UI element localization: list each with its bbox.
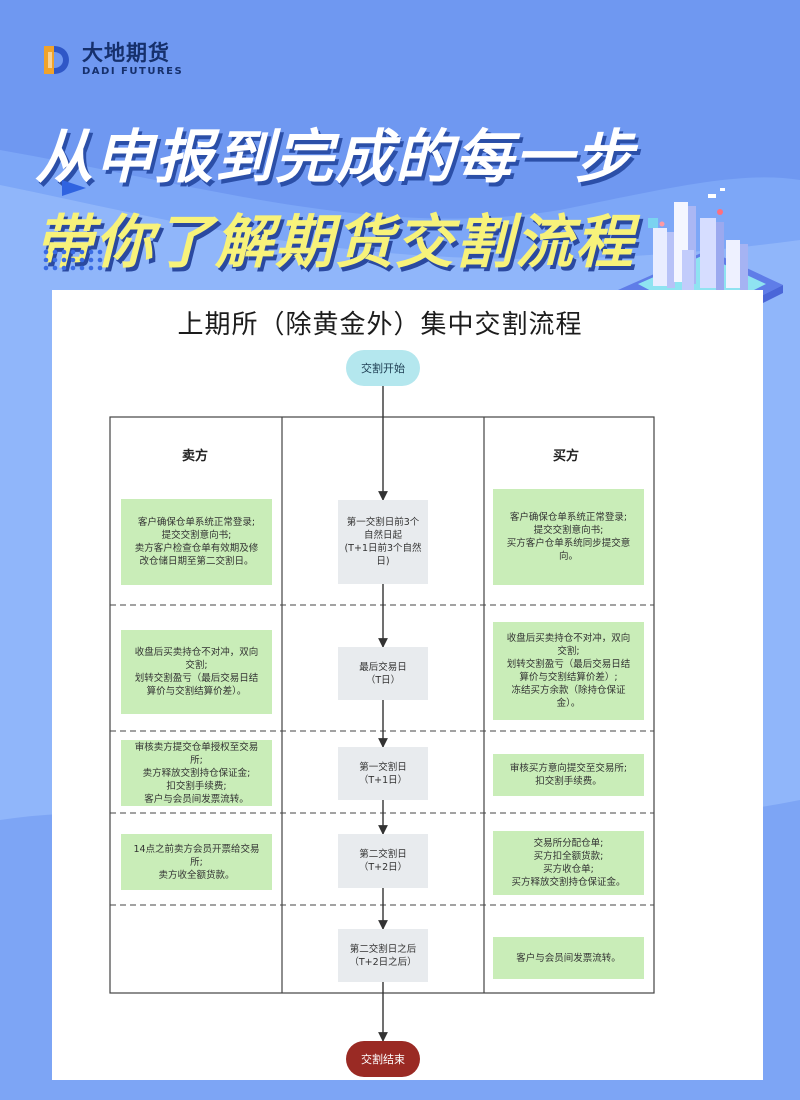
start-node: 交割开始 — [346, 350, 420, 386]
buyer-step-5: 客户与会员间发票流转。 — [493, 937, 644, 979]
date-step-3: 第一交割日 （T+1日） — [338, 747, 428, 800]
brand-name-cn: 大地期货 — [82, 41, 170, 65]
seller-column-header: 卖方 — [181, 449, 208, 464]
buyer-step-2: 收盘后买卖持仓不对冲，双向 交割; 划转交割盈亏（最后交易日结 算价与交割结算价… — [493, 622, 644, 720]
headline-line-1: 从申报到完成的每一步 — [34, 123, 635, 191]
buyer-step-4: 交易所分配仓单; 买方扣全额货款; 买方收仓单; 买方释放交割持仓保证金。 — [493, 831, 644, 895]
date-step-5: 第二交割日之后 （T+2日之后） — [338, 929, 428, 982]
date-step-4: 第二交割日 （T+2日） — [338, 834, 428, 888]
brand-mark-icon — [44, 46, 69, 74]
buyer-step-3: 审核买方意向提交至交易所; 扣交割手续费。 — [493, 754, 644, 796]
buyer-column-header: 买方 — [552, 449, 579, 464]
step-dividers — [110, 604, 654, 906]
seller-step-2: 收盘后买卖持仓不对冲，双向 交割; 划转交割盈亏（最后交易日结 算价与交割结算价… — [121, 630, 272, 714]
dot-grid-icon — [43, 249, 103, 271]
headline-line-2: 带你了解期货交割流程 — [34, 208, 635, 276]
seller-step-4: 14点之前卖方会员开票给交易 所; 卖方收全额货款。 — [121, 834, 272, 890]
swimlane-table — [109, 416, 655, 994]
brand-name-en: DADI FUTURES — [82, 66, 184, 77]
play-arrow-icon — [62, 180, 86, 196]
date-step-1: 第一交割日前3个 自然日起 (T+1日前3个自然 日) — [338, 500, 428, 584]
diagram-title: 上期所（除黄金外）集中交割流程 — [177, 310, 583, 340]
seller-step-1: 客户确保仓单系统正常登录; 提交交割意向书; 卖方客户检查仓单有效期及修 改仓储… — [121, 499, 272, 585]
buyer-step-1: 客户确保仓单系统正常登录; 提交交割意向书; 买方客户仓单系统同步提交意 向。 — [493, 489, 644, 585]
date-step-2: 最后交易日 （T日） — [338, 647, 428, 700]
end-node: 交割结束 — [346, 1041, 420, 1077]
brand-logo: 大地期货 DADI FUTURES — [40, 42, 183, 78]
seller-step-3: 审核卖方提交仓单授权至交易 所; 卖方释放交割持仓保证金; 扣交割手续费; 客户… — [121, 740, 272, 806]
